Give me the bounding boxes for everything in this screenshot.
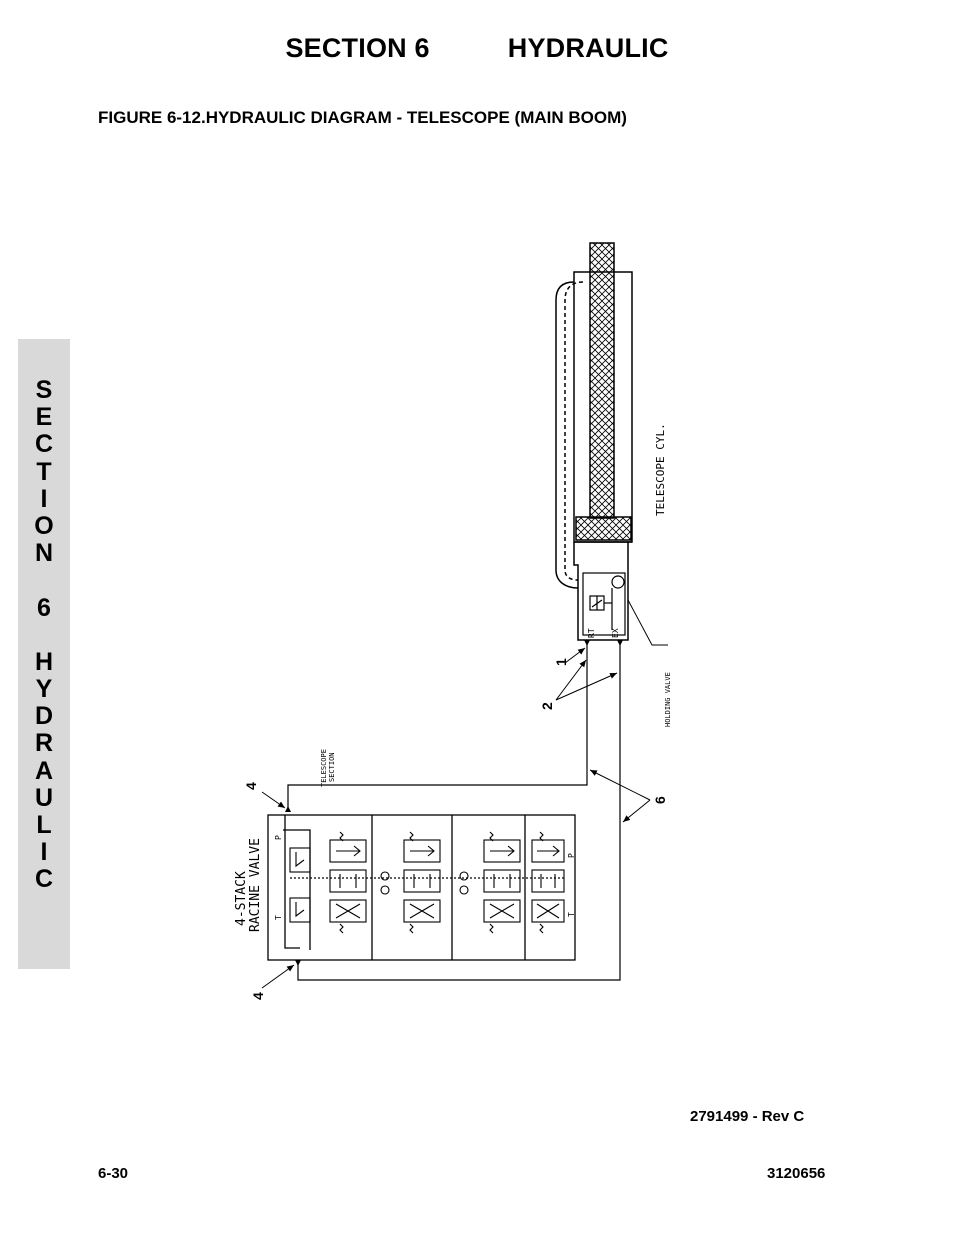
- page-number: 6-30: [98, 1165, 129, 1182]
- telescope-cylinder: [555, 242, 633, 641]
- side-tab-letter: I: [40, 838, 48, 867]
- side-tab-letter: D: [34, 702, 54, 731]
- telescope-section-label-2: SECTION: [328, 752, 336, 782]
- revision-label: 2791499 - Rev C: [690, 1108, 805, 1125]
- side-tab-letter: U: [34, 783, 54, 812]
- holding-valve: [582, 572, 626, 636]
- callout-4-top: 4: [243, 782, 259, 790]
- callout-2: 2: [539, 702, 555, 710]
- valve-label-line1: 4-STACK: [234, 871, 249, 926]
- valve-spools: [289, 831, 565, 934]
- side-tab-letter: A: [34, 756, 54, 785]
- holding-valve-leader: [627, 599, 668, 646]
- side-tab-letter: E: [35, 403, 53, 432]
- section-topic: HYDRAULIC: [507, 33, 669, 63]
- callout-1: 1: [553, 658, 569, 666]
- telescope-cyl-label: TELESCOPE CYL.: [654, 423, 667, 516]
- cylinder-piston: [575, 516, 632, 541]
- side-tab-letter: L: [36, 811, 52, 839]
- side-tab-letter: O: [34, 511, 54, 540]
- port-rt-label: RT: [587, 628, 596, 638]
- fitting-markers: [285, 640, 623, 966]
- side-tab-letter: N: [34, 539, 54, 568]
- port-t-label-right: T: [567, 912, 576, 917]
- document-number: 3120656: [767, 1165, 826, 1182]
- side-tab-letter: C: [34, 865, 54, 894]
- side-tab-letter: T: [36, 457, 52, 486]
- telescope-section-label-1: TELESCOPE: [320, 749, 328, 787]
- side-tab-letter: I: [40, 484, 48, 513]
- side-tab-letter: Y: [35, 675, 53, 704]
- side-tab-letter: R: [34, 729, 54, 758]
- section-number: SECTION 6: [285, 33, 430, 63]
- port-p-label: P: [274, 835, 283, 840]
- side-tab-letter: H: [34, 647, 54, 676]
- port-ex-label: EX: [611, 628, 620, 638]
- figure-title: FIGURE 6-12.HYDRAULIC DIAGRAM - TELESCOP…: [98, 108, 627, 127]
- racine-valve: [267, 814, 576, 961]
- side-tab-letter: S: [35, 376, 53, 404]
- port-p-label-right: P: [567, 853, 576, 858]
- side-tab-letter: C: [34, 430, 54, 459]
- holding-valve-label: HOLDING VALVE: [664, 672, 672, 727]
- cylinder-rod: [589, 242, 615, 519]
- callout-leaders: [261, 647, 651, 989]
- valve-label-line2: RACINE VALVE: [248, 838, 263, 932]
- callout-4-bottom: 4: [250, 992, 266, 1000]
- side-tab-letter: 6: [37, 593, 51, 622]
- callout-6: 6: [652, 796, 668, 804]
- port-t-label: T: [274, 915, 283, 920]
- hose-lines: [287, 640, 621, 981]
- page-header: SECTION 6 HYDRAULIC: [0, 33, 954, 64]
